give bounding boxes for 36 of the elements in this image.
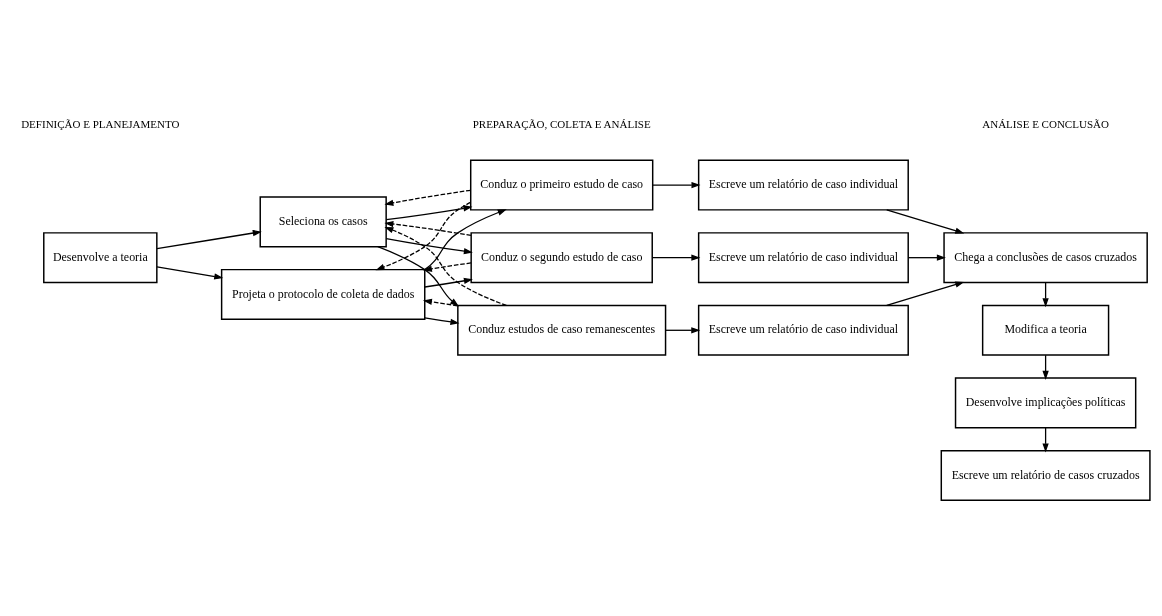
label: DEFINIÇÃO E PLANEJAMENTO [21, 118, 180, 131]
node-box: Conduz estudos de caso remanescentes [457, 304, 667, 356]
node-box: Projeta o protocolo de coleta de dados [220, 268, 426, 320]
arrow [651, 254, 701, 261]
arrow [385, 238, 473, 255]
node-box: Conduz o primeiro estudo de caso [469, 159, 654, 211]
node-box: Desenvolve implicações políticas [954, 377, 1137, 429]
label: PREPARAÇÃO, COLETA E ANÁLISE [472, 118, 651, 131]
node-box: Escreve um relatório de caso individual [697, 304, 909, 356]
node-box: Chega a conclusões de casos cruzados [943, 232, 1148, 284]
arrow [384, 220, 472, 236]
arrow [422, 262, 472, 272]
arrow [665, 327, 701, 334]
arrow [375, 201, 472, 271]
arrow [886, 209, 965, 234]
arrow [156, 229, 262, 250]
arrow [384, 189, 472, 206]
node-box: Conduz o segundo estudo de caso [470, 232, 653, 284]
node-box: Escreve um relatório de casos cruzados [940, 449, 1151, 502]
node-box: Modifica a teoria [981, 304, 1110, 356]
arrow [384, 226, 507, 307]
arrow [886, 281, 965, 307]
arrow [423, 209, 507, 271]
node-box: Desenvolve a teoria [43, 232, 158, 284]
arrow [652, 181, 701, 189]
arrow [377, 246, 459, 307]
arrow [907, 254, 946, 261]
arrow [424, 317, 460, 325]
node-box: Escreve um relatório de caso individual [697, 232, 909, 284]
arrow [422, 298, 459, 307]
arrow [156, 266, 224, 280]
node-box: Seleciona os casos [259, 196, 387, 248]
arrow [424, 277, 473, 288]
arrow [385, 205, 473, 221]
label: ANÁLISE E CONCLUSÃO [982, 118, 1109, 131]
node-box: Escreve um relatório de caso individual [697, 159, 909, 211]
